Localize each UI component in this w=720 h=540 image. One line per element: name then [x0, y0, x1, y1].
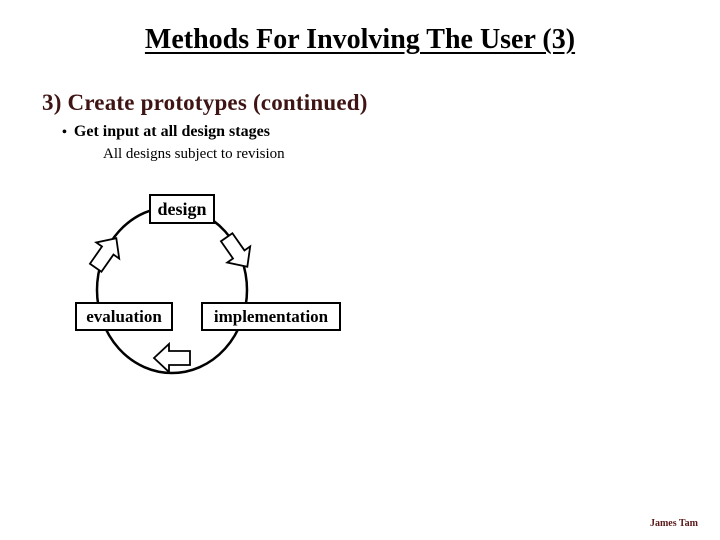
section-heading: 3) Create prototypes (continued) — [42, 90, 368, 115]
node-design: design — [149, 194, 215, 224]
arrow-evaluation-to-design-icon — [88, 237, 121, 274]
sub-bullet-text: All designs subject to revision — [103, 146, 285, 162]
design-cycle-diagram: design evaluation implementation — [60, 190, 360, 390]
arrow-design-to-implementation-icon — [219, 231, 252, 268]
arrow-implementation-to-evaluation-icon — [152, 341, 191, 375]
slide-title: Methods For Involving The User (3) — [144, 24, 576, 55]
bullet-item: • Get input at all design stages — [62, 123, 270, 141]
bullet-marker: • — [62, 125, 67, 140]
cycle-circle — [95, 205, 249, 375]
footer-credit: James Tam — [649, 518, 698, 529]
bullet-text: Get input at all design stages — [73, 123, 270, 140]
node-evaluation: evaluation — [75, 302, 173, 331]
node-implementation: implementation — [201, 302, 341, 331]
